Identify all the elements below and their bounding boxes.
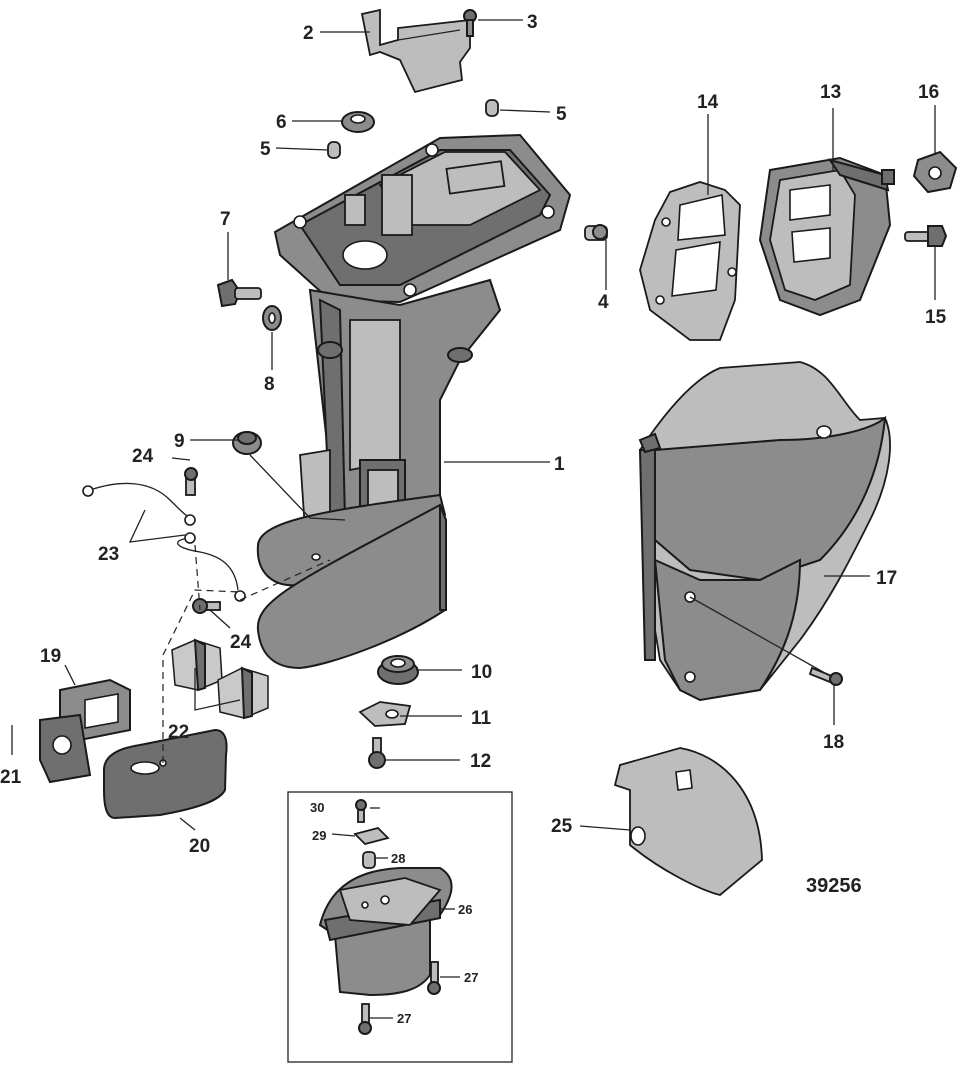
callout-20: 20 bbox=[189, 836, 210, 857]
part-19-bracket bbox=[39, 678, 131, 784]
callout-12: 12 bbox=[470, 751, 491, 772]
callout-labels: 2 3 5 6 5 7 8 9 1 4 14 13 16 15 17 18 10… bbox=[0, 12, 947, 1026]
part-20-cover bbox=[103, 728, 228, 820]
callout-16: 16 bbox=[918, 82, 939, 103]
callout-4: 4 bbox=[598, 292, 609, 313]
callout-1: 1 bbox=[554, 454, 565, 475]
callout-17: 17 bbox=[876, 568, 897, 589]
callout-14: 14 bbox=[697, 92, 719, 113]
part-2-bracket bbox=[360, 8, 471, 94]
callout-29: 29 bbox=[312, 828, 326, 843]
part-26-inset-assembly bbox=[287, 791, 513, 1063]
part-5-dowel-right bbox=[485, 99, 499, 117]
callout-3: 3 bbox=[527, 12, 538, 33]
figure-number: 39256 bbox=[806, 875, 862, 897]
part-23-ground-wires bbox=[82, 482, 246, 602]
part-22-pads bbox=[171, 638, 269, 720]
part-30-screw bbox=[355, 799, 367, 823]
callout-8: 8 bbox=[264, 374, 275, 395]
callout-9: 9 bbox=[174, 431, 185, 452]
part-24-screw-lower bbox=[192, 598, 221, 614]
part-18-screw bbox=[808, 666, 843, 686]
part-27-screw-lower bbox=[358, 1003, 372, 1035]
part-12-screw bbox=[368, 737, 386, 769]
callout-25: 25 bbox=[551, 816, 573, 837]
callout-5-lower: 5 bbox=[260, 139, 271, 160]
callout-24-upper: 24 bbox=[132, 446, 154, 467]
callout-6: 6 bbox=[276, 112, 287, 133]
part-13-exhaust-cover bbox=[758, 156, 895, 317]
callout-27-lower: 27 bbox=[397, 1011, 411, 1026]
part-7-bolt bbox=[216, 278, 262, 308]
callout-2: 2 bbox=[303, 23, 314, 44]
part-8-washer bbox=[262, 305, 282, 331]
callout-13: 13 bbox=[820, 82, 841, 103]
callout-5-upper: 5 bbox=[556, 104, 567, 125]
part-14-gasket bbox=[639, 181, 741, 341]
callout-21: 21 bbox=[0, 767, 22, 788]
part-1-driveshaft-housing bbox=[256, 133, 572, 670]
callout-28: 28 bbox=[391, 851, 405, 866]
callout-24-lower: 24 bbox=[230, 632, 252, 653]
callout-18: 18 bbox=[823, 732, 844, 753]
part-4-plug bbox=[584, 224, 608, 241]
part-16-nut bbox=[912, 150, 958, 194]
part-3-screw bbox=[463, 9, 477, 37]
part-24-screw-upper bbox=[184, 467, 198, 496]
callout-26: 26 bbox=[458, 902, 472, 917]
part-25-cover-plate bbox=[613, 747, 763, 896]
callout-27-upper: 27 bbox=[464, 970, 478, 985]
callout-10: 10 bbox=[471, 662, 492, 683]
part-9-grommet bbox=[232, 431, 262, 455]
part-11-clip bbox=[358, 701, 412, 727]
part-29-plate bbox=[353, 826, 390, 846]
part-27-screw-upper bbox=[427, 961, 441, 995]
callout-15: 15 bbox=[925, 307, 947, 328]
callout-22: 22 bbox=[168, 722, 189, 743]
part-6-seal bbox=[341, 111, 375, 133]
callout-7: 7 bbox=[220, 209, 231, 230]
part-10-grommet bbox=[377, 655, 419, 685]
callout-23: 23 bbox=[98, 544, 119, 565]
leader-lines bbox=[11, 19, 936, 1019]
callout-19: 19 bbox=[40, 646, 61, 667]
part-17-lower-cowl bbox=[638, 361, 891, 702]
callout-30: 30 bbox=[310, 800, 324, 815]
part-5-dowel-left bbox=[327, 141, 341, 159]
part-28-spring bbox=[362, 851, 376, 869]
callout-11: 11 bbox=[471, 708, 492, 729]
part-15-bolt bbox=[904, 225, 948, 247]
